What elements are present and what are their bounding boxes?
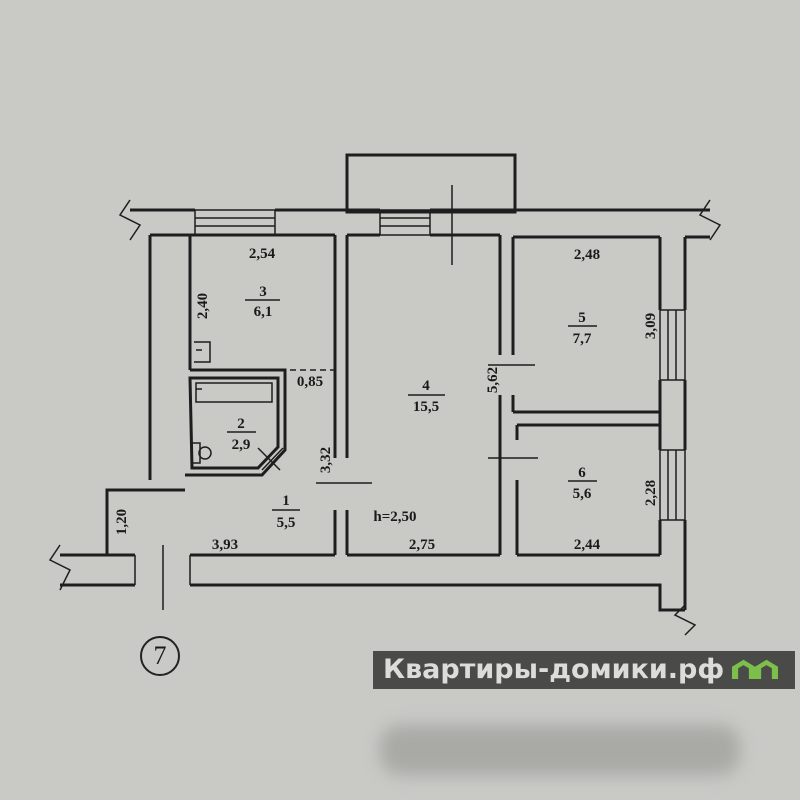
dim-niche: 0,85: [297, 374, 323, 390]
room-number: 5: [578, 310, 586, 326]
room-3-label: 3 6,1: [245, 284, 280, 320]
room-number: 4: [422, 378, 430, 394]
room-area: 6,1: [254, 304, 273, 320]
room-2-label: 2 2,9: [227, 416, 256, 453]
dim-room4-length: 5,62: [485, 367, 501, 393]
houses-logo-icon: [732, 659, 779, 679]
apartment-number: 7: [140, 636, 180, 676]
balcony: [345, 153, 517, 214]
room-5-label: 5 7,7: [568, 310, 597, 347]
dim-room4-width: 2,75: [409, 537, 435, 553]
dimensions: 2,54 2,40 0,85 3,32 1,20 3,93 2,75 5,6 2 …: [114, 246, 659, 553]
dim-room5-height: 3,09: [643, 313, 659, 339]
dim-room1-side: 1,20: [114, 509, 130, 535]
room-6-label: 6 5,6: [568, 465, 597, 502]
room-area: 5,6: [573, 486, 592, 502]
interior-walls: [162, 185, 660, 610]
dim-room5-width: 2,48: [574, 247, 600, 263]
watermark-text: Квартиры-домики.рф: [383, 654, 725, 685]
shadow: [380, 725, 740, 775]
room-number: 2: [237, 416, 245, 432]
room-area: 2,9: [232, 437, 251, 453]
room-area: 15,5: [413, 399, 439, 415]
room-number: 3: [259, 284, 267, 300]
dim-room6-height: 2,28: [643, 480, 659, 506]
ceiling-height: h=2,50: [373, 509, 416, 525]
room-number: 1: [282, 493, 290, 509]
watermark: Квартиры-домики.рф: [373, 651, 795, 689]
dim-room1-width: 3,93: [212, 537, 238, 553]
outer-walls: [48, 199, 722, 636]
room-number: 6: [578, 465, 586, 481]
dim-room3-height: 2,40: [195, 293, 211, 319]
room-1-label: 1 5,5: [272, 493, 300, 531]
dim-room1-height: 3,32: [318, 447, 334, 473]
dim-room6-width: 2,44: [574, 537, 601, 553]
room-area: 7,7: [573, 331, 592, 347]
dim-room3-width: 2,54: [249, 246, 276, 262]
room-4-label: 4 15,5: [408, 378, 445, 415]
windows: [134, 209, 686, 585]
room-area: 5,5: [277, 515, 296, 531]
